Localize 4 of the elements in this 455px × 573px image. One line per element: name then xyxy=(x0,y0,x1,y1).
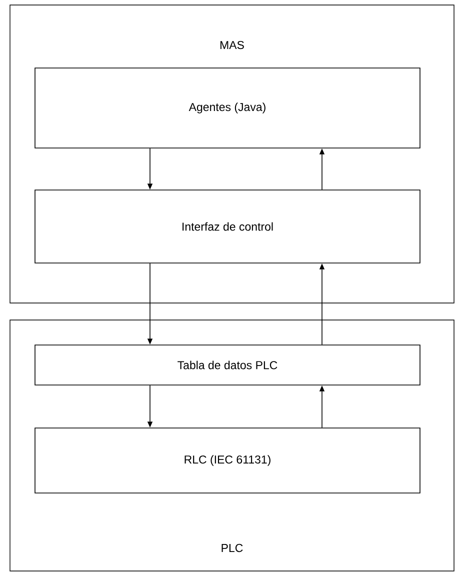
process-box: RLC (IEC 61131) xyxy=(34,428,420,494)
process-box: Tabla de datos PLC xyxy=(34,344,420,386)
process-box: Interfaz de control xyxy=(34,190,420,264)
process-box: Agentes (Java) xyxy=(34,68,420,148)
